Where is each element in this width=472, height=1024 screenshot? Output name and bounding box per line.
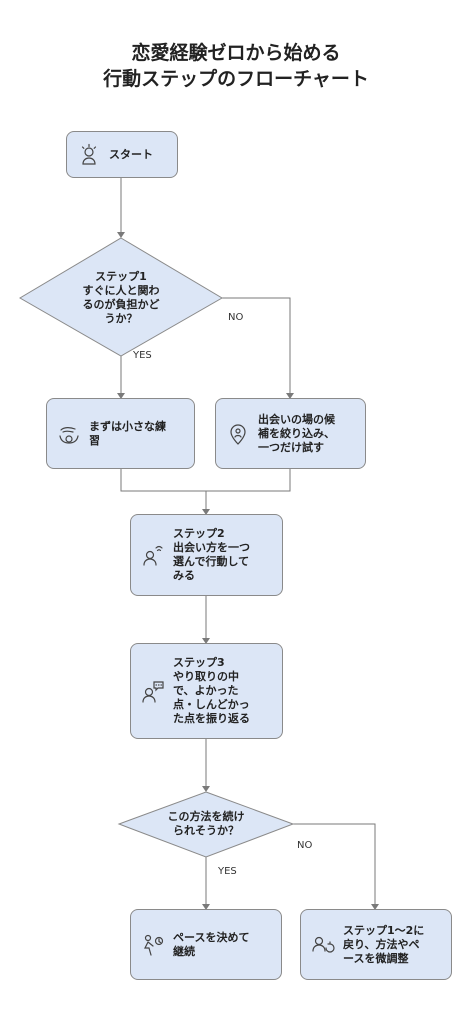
edge-merge-right <box>206 469 291 492</box>
edge-label-q2-no: NO <box>297 840 313 851</box>
arrow-step3 <box>202 638 210 644</box>
step2-node: ステップ2 出会い方を一つ 選んで行動して みる <box>130 514 283 596</box>
arrow-continue <box>202 904 210 910</box>
edge-q1-no <box>222 297 291 398</box>
arrow-narrow <box>286 393 294 399</box>
title-line-1: 恋愛経験ゼロから始める <box>131 42 341 64</box>
start-label: スタート <box>109 147 153 161</box>
step2-label: ステップ2 出会い方を一つ 選んで行動して みる <box>173 527 250 582</box>
edge-merge-left <box>120 469 206 492</box>
narrow-places-label: 出会いの場の候 補を絞り込み、 一つだけ試す <box>258 412 335 454</box>
small-practice-node: まずは小さな練 習 <box>46 398 195 469</box>
small-practice-label: まずは小さな練 習 <box>89 419 166 447</box>
arrow-q1 <box>117 232 125 238</box>
edge-q2-no <box>293 823 376 909</box>
step3-label: ステップ3 やり取りの中 で、よかった 点・しんどかっ た点を振り返る <box>173 656 250 725</box>
narrow-places-node: 出会いの場の候 補を絞り込み、 一つだけ試す <box>215 398 366 469</box>
chart-title: 恋愛経験ゼロから始める 行動ステップのフローチャート <box>0 40 472 92</box>
arrow-q2 <box>202 786 210 792</box>
decision-q1-label: ステップ1 すぐに人と関わ るのが負担かど うか？ <box>82 270 160 325</box>
walking-pace-icon <box>144 934 164 956</box>
decision-q1-shape <box>19 237 223 357</box>
person-icon <box>81 143 97 165</box>
edge-label-q1-yes: YES <box>133 350 152 361</box>
person-chat-icon <box>142 681 164 703</box>
step3-node: ステップ3 やり取りの中 で、よかった 点・しんどかっ た点を振り返る <box>130 643 283 739</box>
arrow-step2 <box>202 509 210 515</box>
edge-label-q1-no: NO <box>228 312 244 323</box>
arrow-adjust <box>371 904 379 910</box>
adjust-label: ステップ1〜2に 戻り、方法やペ ースを微調整 <box>343 923 425 965</box>
start-node: スタート <box>66 131 178 178</box>
continue-label: ペースを決めて 継続 <box>173 930 250 958</box>
arrow-small <box>117 393 125 399</box>
hands-icon <box>59 426 79 444</box>
edge-label-q2-yes: YES <box>218 866 237 877</box>
decision-q2-shape <box>117 791 295 858</box>
continue-node: ペースを決めて 継続 <box>130 909 282 980</box>
decision-q2-label: この方法を続け られそうか？ <box>167 810 245 837</box>
person-signal-icon <box>143 545 163 566</box>
person-cycle-icon <box>312 936 335 953</box>
title-line-2: 行動ステップのフローチャート <box>103 68 369 90</box>
adjust-node: ステップ1〜2に 戻り、方法やペ ースを微調整 <box>300 909 452 980</box>
location-pin-icon <box>230 423 246 445</box>
